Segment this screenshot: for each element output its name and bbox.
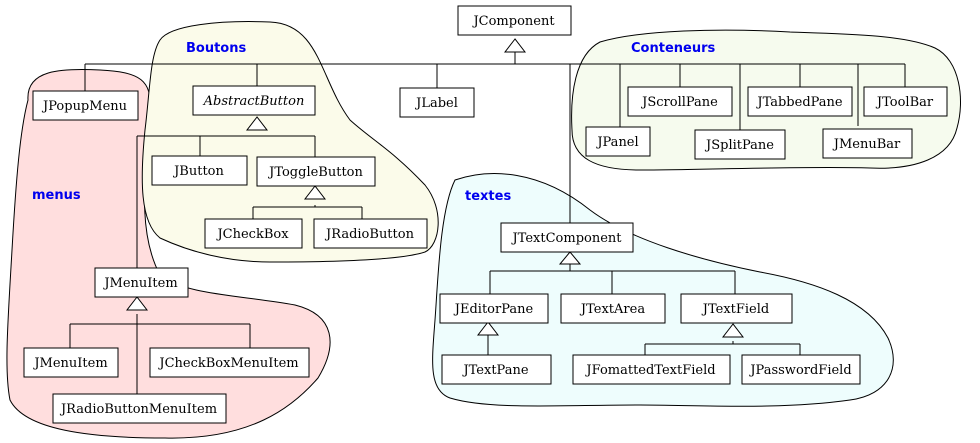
class-name: JMenuItem [32,356,107,371]
class-jcheckboxmenuitem[interactable]: JCheckBoxMenuItem [149,347,310,378]
class-name: JToolBar [875,95,934,110]
class-jmenuitem-parent[interactable]: JMenuItem [94,267,189,298]
class-jsplitpane[interactable]: JSplitPane [694,129,786,160]
class-name: JPopupMenu [41,99,127,114]
class-name: JMenuBar [832,137,901,152]
class-jmenuitem-child[interactable]: JMenuItem [23,347,119,378]
class-jcomponent[interactable]: JComponent [457,5,572,36]
class-jeditorpane[interactable]: JEditorPane [439,293,549,324]
class-jscrollpane[interactable]: JScrollPane [627,86,733,117]
class-name: JCheckBox [215,227,289,242]
class-jmenubar[interactable]: JMenuBar [822,128,913,159]
class-name: JTextArea [579,302,645,317]
class-name: JRadioButton [324,227,415,242]
class-name: JCheckBoxMenuItem [157,356,298,371]
class-jtextcomponent[interactable]: JTextComponent [500,222,634,253]
class-name: AbstractButton [203,94,305,109]
textes-group-title: textes [465,189,511,204]
class-jtogglebutton[interactable]: JToggleButton [256,156,376,187]
class-jbutton[interactable]: JButton [151,155,248,186]
class-name: JTabbedPane [755,95,843,110]
boutons-group-region [141,21,439,263]
class-name: JTextField [701,302,769,317]
class-name: JMenuItem [102,276,177,291]
class-name: JSplitPane [704,138,774,153]
class-name: JTextComponent [510,231,622,246]
class-jtextpane[interactable]: JTextPane [441,354,552,385]
class-abstractbutton[interactable]: AbstractButton [192,85,316,116]
class-name: JScrollPane [640,95,718,110]
class-jpopupmenu[interactable]: JPopupMenu [32,90,139,121]
inheritance-edges [69,52,906,394]
class-name: JLabel [414,96,458,111]
class-jpasswordfield[interactable]: JPasswordField [741,354,861,385]
class-jpanel[interactable]: JPanel [585,126,651,157]
boutons-group-title: Boutons [186,41,246,56]
class-jlabel[interactable]: JLabel [399,87,475,118]
conteneurs-group-title: Conteneurs [631,41,715,56]
class-jtextarea[interactable]: JTextArea [560,293,666,324]
class-jradiobutton[interactable]: JRadioButton [313,218,428,249]
class-name: JButton [172,164,224,179]
class-name: JToggleButton [267,165,363,180]
class-name: JPanel [595,135,638,150]
inheritance-arrows [125,38,745,338]
class-jtoolbar[interactable]: JToolBar [863,86,948,117]
class-name: JFomattedTextField [584,363,715,378]
menus-group-title: menus [32,188,81,203]
class-jcheckbox[interactable]: JCheckBox [204,218,303,249]
class-name: JEditorPane [453,302,534,317]
class-name: JTextPane [461,363,528,378]
class-name: JRadioButtonMenuItem [59,402,217,417]
class-jtabbedpane[interactable]: JTabbedPane [747,86,853,117]
class-jtextfield[interactable]: JTextField [680,293,793,324]
class-jradiobuttonmenuitem[interactable]: JRadioButtonMenuItem [52,393,227,424]
class-name: JPasswordField [748,363,851,378]
class-jformattedtextfield[interactable]: JFomattedTextField [572,354,731,385]
class-name: JComponent [471,14,555,29]
